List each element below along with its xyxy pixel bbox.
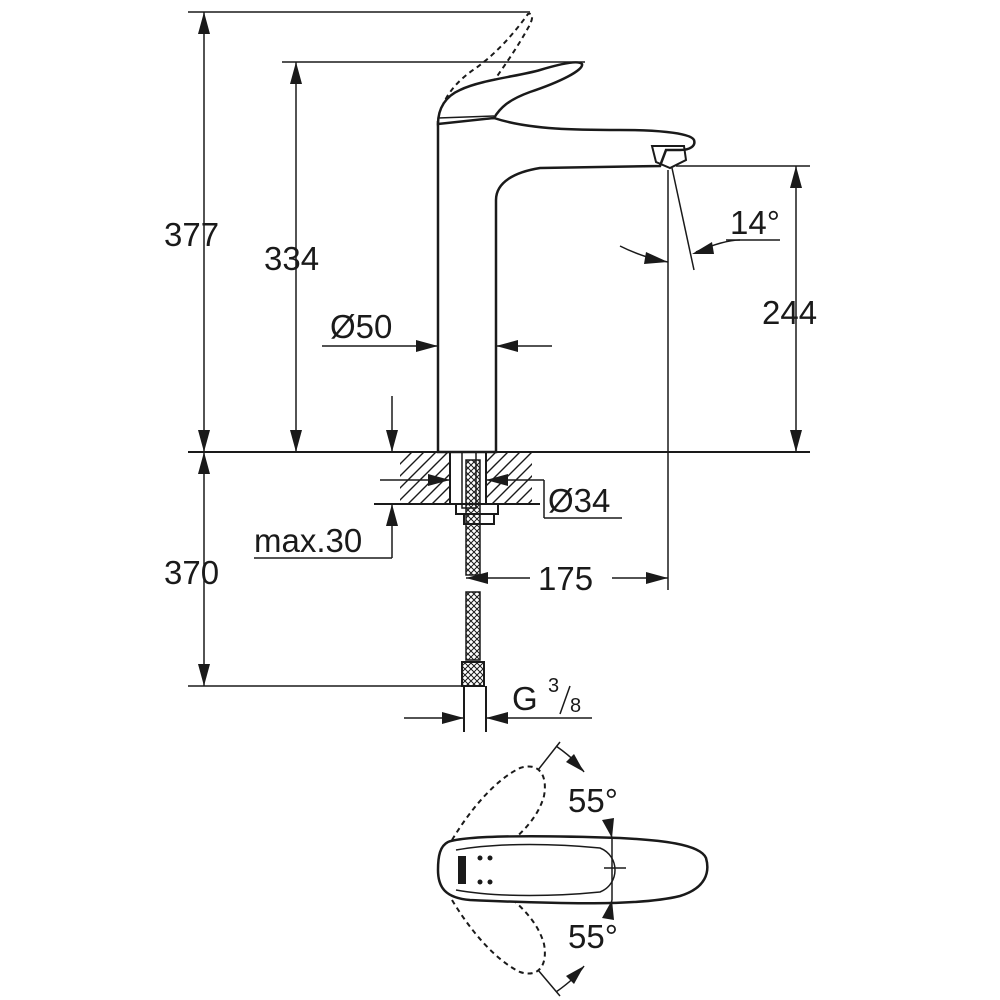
dim-reach: 175 (466, 170, 669, 597)
dim-thread: G 3 8 (404, 675, 592, 724)
faucet-top-view: 55° 55° (436, 741, 709, 997)
dim-thread-numerator: 3 (548, 675, 559, 697)
dim-counter-arrow: max.30 (254, 396, 398, 559)
counter-hatch-right (486, 452, 532, 504)
dim-body-diameter-label: Ø50 (330, 308, 392, 345)
indicator-dot-2 (487, 855, 493, 861)
dim-max-counter-label: max.30 (254, 522, 362, 559)
dim-hose-length-label: 370 (164, 554, 219, 591)
dim-body-diameter: Ø50 (322, 308, 552, 352)
indicator-dot-1 (477, 855, 483, 861)
supply-hose-lower (465, 591, 481, 661)
dim-outlet-height-label: 244 (762, 294, 817, 331)
lever-inner-line (455, 843, 616, 897)
supply-hose-upper (465, 459, 481, 576)
dim-spout-height-label: 334 (264, 240, 319, 277)
faucet-body (436, 116, 696, 454)
dim-mount-hole-label: Ø34 (548, 482, 610, 519)
dim-hose-length: 370 (164, 452, 464, 687)
dim-spray-angle-label: 14° (730, 204, 780, 241)
dim-spout-height: 334 (264, 61, 585, 452)
hot-cold-indicator (458, 856, 466, 884)
dim-thread-main: G (512, 680, 538, 717)
dim-thread-denominator: 8 (570, 695, 581, 717)
dim-reach-label: 175 (538, 560, 593, 597)
indicator-dot-4 (487, 879, 493, 885)
lever-handle (436, 61, 584, 126)
aerator (650, 145, 688, 170)
lever-angle-bottom-label: 55° (568, 918, 618, 955)
hose-fitting (461, 661, 485, 687)
lever-rotated-left-outline (451, 765, 546, 851)
dim-mount-hole: Ø34 (380, 474, 622, 519)
dim-spray-angle: 14° (619, 167, 780, 271)
lever-angle-top-label: 55° (568, 782, 618, 819)
dim-outlet-height: 244 (676, 165, 817, 452)
lever-rotated-right-outline (451, 889, 546, 975)
counter-section (188, 451, 810, 732)
lever-top-view (436, 834, 709, 905)
dim-total-height: 377 (164, 11, 530, 452)
faucet-side-view (436, 12, 696, 454)
indicator-dot-3 (477, 879, 483, 885)
dim-total-height-label: 377 (164, 216, 219, 253)
lever-base-line (437, 115, 495, 119)
